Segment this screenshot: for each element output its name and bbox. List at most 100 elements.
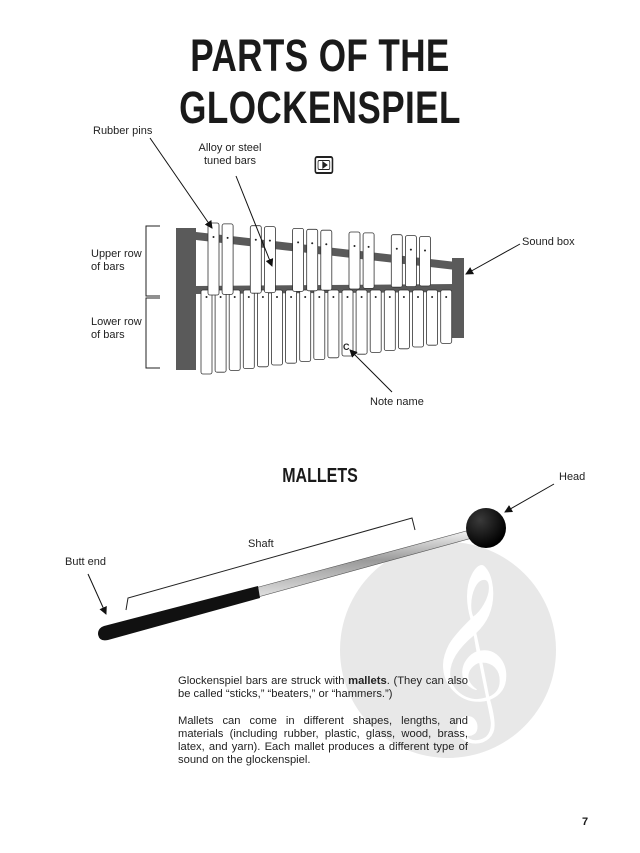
rubber-pin	[445, 296, 448, 298]
rubber-pins-label: Rubber pins	[93, 125, 153, 137]
lower-bar	[313, 289, 326, 360]
lower-bar	[285, 289, 298, 364]
rubber-pin	[233, 296, 236, 298]
upper-bar	[390, 234, 403, 288]
rubber-pin	[424, 249, 426, 252]
rubber-pin	[353, 245, 356, 247]
rubber-pin	[409, 248, 412, 251]
rubber-pin	[311, 242, 314, 245]
rubber-pin	[395, 247, 398, 250]
lower-bar	[271, 289, 283, 366]
rubber-pin	[276, 296, 278, 298]
upper-row-bars	[207, 222, 431, 296]
upper-bar	[419, 236, 431, 287]
lower-bar	[369, 289, 382, 353]
mallet	[98, 508, 506, 641]
page-number: 7	[582, 816, 589, 828]
lower-bar	[426, 289, 439, 346]
rubber-pin	[431, 296, 434, 298]
lower-bar	[412, 289, 424, 348]
mallet-head	[466, 508, 506, 548]
rubber-pin	[290, 296, 293, 298]
head-label: Head	[559, 471, 586, 483]
lower-row-bracket	[145, 297, 160, 369]
upper-bar	[292, 227, 305, 292]
rubber-pin	[304, 296, 307, 298]
rubber-pins-arrow	[149, 137, 213, 229]
shaft-label: Shaft	[248, 538, 274, 550]
rubber-pin	[226, 236, 229, 239]
lower-bar	[341, 289, 354, 357]
rubber-pin	[268, 239, 271, 242]
paragraph-mallets: Glockenspiel bars are struck with mallet…	[178, 675, 468, 701]
lower-bar	[383, 289, 396, 351]
rubber-pin	[212, 236, 215, 238]
watermark: 𝄞	[340, 542, 556, 758]
play-video-icon[interactable]	[314, 156, 334, 175]
lower-bar	[228, 289, 241, 371]
rubber-pin	[297, 241, 300, 244]
upper-bar	[320, 229, 333, 291]
tuned-bars-label: Alloy or steel tuned bars	[185, 142, 275, 168]
rubber-pin	[374, 296, 377, 298]
rubber-pin	[417, 296, 419, 298]
upper-bar	[306, 228, 319, 292]
paragraph-text-continued: . (They can also be called “sticks,” “be…	[178, 675, 468, 700]
upper-row-label-line2: of bars	[91, 261, 125, 273]
rubber-pin	[261, 296, 264, 298]
rubber-pin	[346, 296, 349, 298]
paragraph-text: Glockenspiel bars are struck with	[178, 675, 349, 687]
lower-bar	[242, 289, 255, 369]
lower-bar	[327, 289, 340, 359]
sound-box-label: Sound box	[522, 236, 575, 248]
rubber-pin	[325, 243, 328, 246]
upper-bar	[207, 222, 220, 296]
head-arrow	[504, 483, 555, 513]
upper-row-label-line1: Upper row	[91, 248, 142, 260]
page-title: PARTS OF THE GLOCKENSPIEL	[70, 30, 569, 186]
butt-end-arrow	[87, 573, 107, 615]
note-name-arrow	[349, 349, 393, 393]
paragraph-materials: Mallets can come in different shapes, le…	[178, 715, 468, 766]
lower-bar	[200, 289, 213, 375]
rubber-pin	[318, 296, 321, 298]
note-name-label: Note name	[370, 396, 424, 408]
lower-row-label: Lower row of bars	[91, 316, 142, 342]
lower-row-label-line2: of bars	[91, 329, 125, 341]
rubber-pin	[247, 296, 250, 298]
rubber-pin	[360, 296, 363, 298]
upper-row-bracket	[145, 225, 160, 297]
rubber-pin	[402, 296, 405, 298]
lower-bar	[355, 289, 368, 355]
upper-bar	[404, 235, 417, 288]
tuned-bars-arrow	[235, 175, 274, 267]
sound-box-arrow	[465, 243, 521, 275]
tuned-bars-label-line1: Alloy or steel	[198, 142, 262, 154]
note-letter: C	[343, 342, 350, 352]
rubber-pin	[219, 296, 222, 298]
upper-row-label: Upper row of bars	[91, 248, 142, 274]
mallets-heading: MALLETS	[282, 465, 358, 487]
mallet-grip	[98, 586, 260, 641]
shaft-bracket	[125, 517, 416, 611]
lower-bar	[256, 289, 269, 368]
butt-end-label: Butt end	[65, 556, 106, 568]
rubber-pin	[332, 296, 335, 298]
rubber-pin	[367, 245, 370, 248]
upper-bar	[221, 223, 234, 295]
lower-bar	[440, 289, 453, 344]
svg-text:𝄞: 𝄞	[425, 562, 514, 744]
lower-bar	[214, 289, 227, 373]
rubber-pin	[388, 296, 391, 298]
lower-bar	[397, 289, 410, 350]
upper-bar	[348, 231, 361, 290]
tuned-bars-label-line2: tuned bars	[204, 155, 256, 167]
lower-bar	[299, 289, 312, 362]
upper-bar	[362, 232, 375, 289]
lower-row-label-line1: Lower row	[91, 316, 142, 328]
rubber-pin	[205, 296, 208, 298]
lower-row-bars	[200, 289, 453, 375]
paragraph-bold-term: mallets	[348, 675, 387, 687]
page-title-text: PARTS OF THE GLOCKENSPIEL	[179, 30, 461, 133]
